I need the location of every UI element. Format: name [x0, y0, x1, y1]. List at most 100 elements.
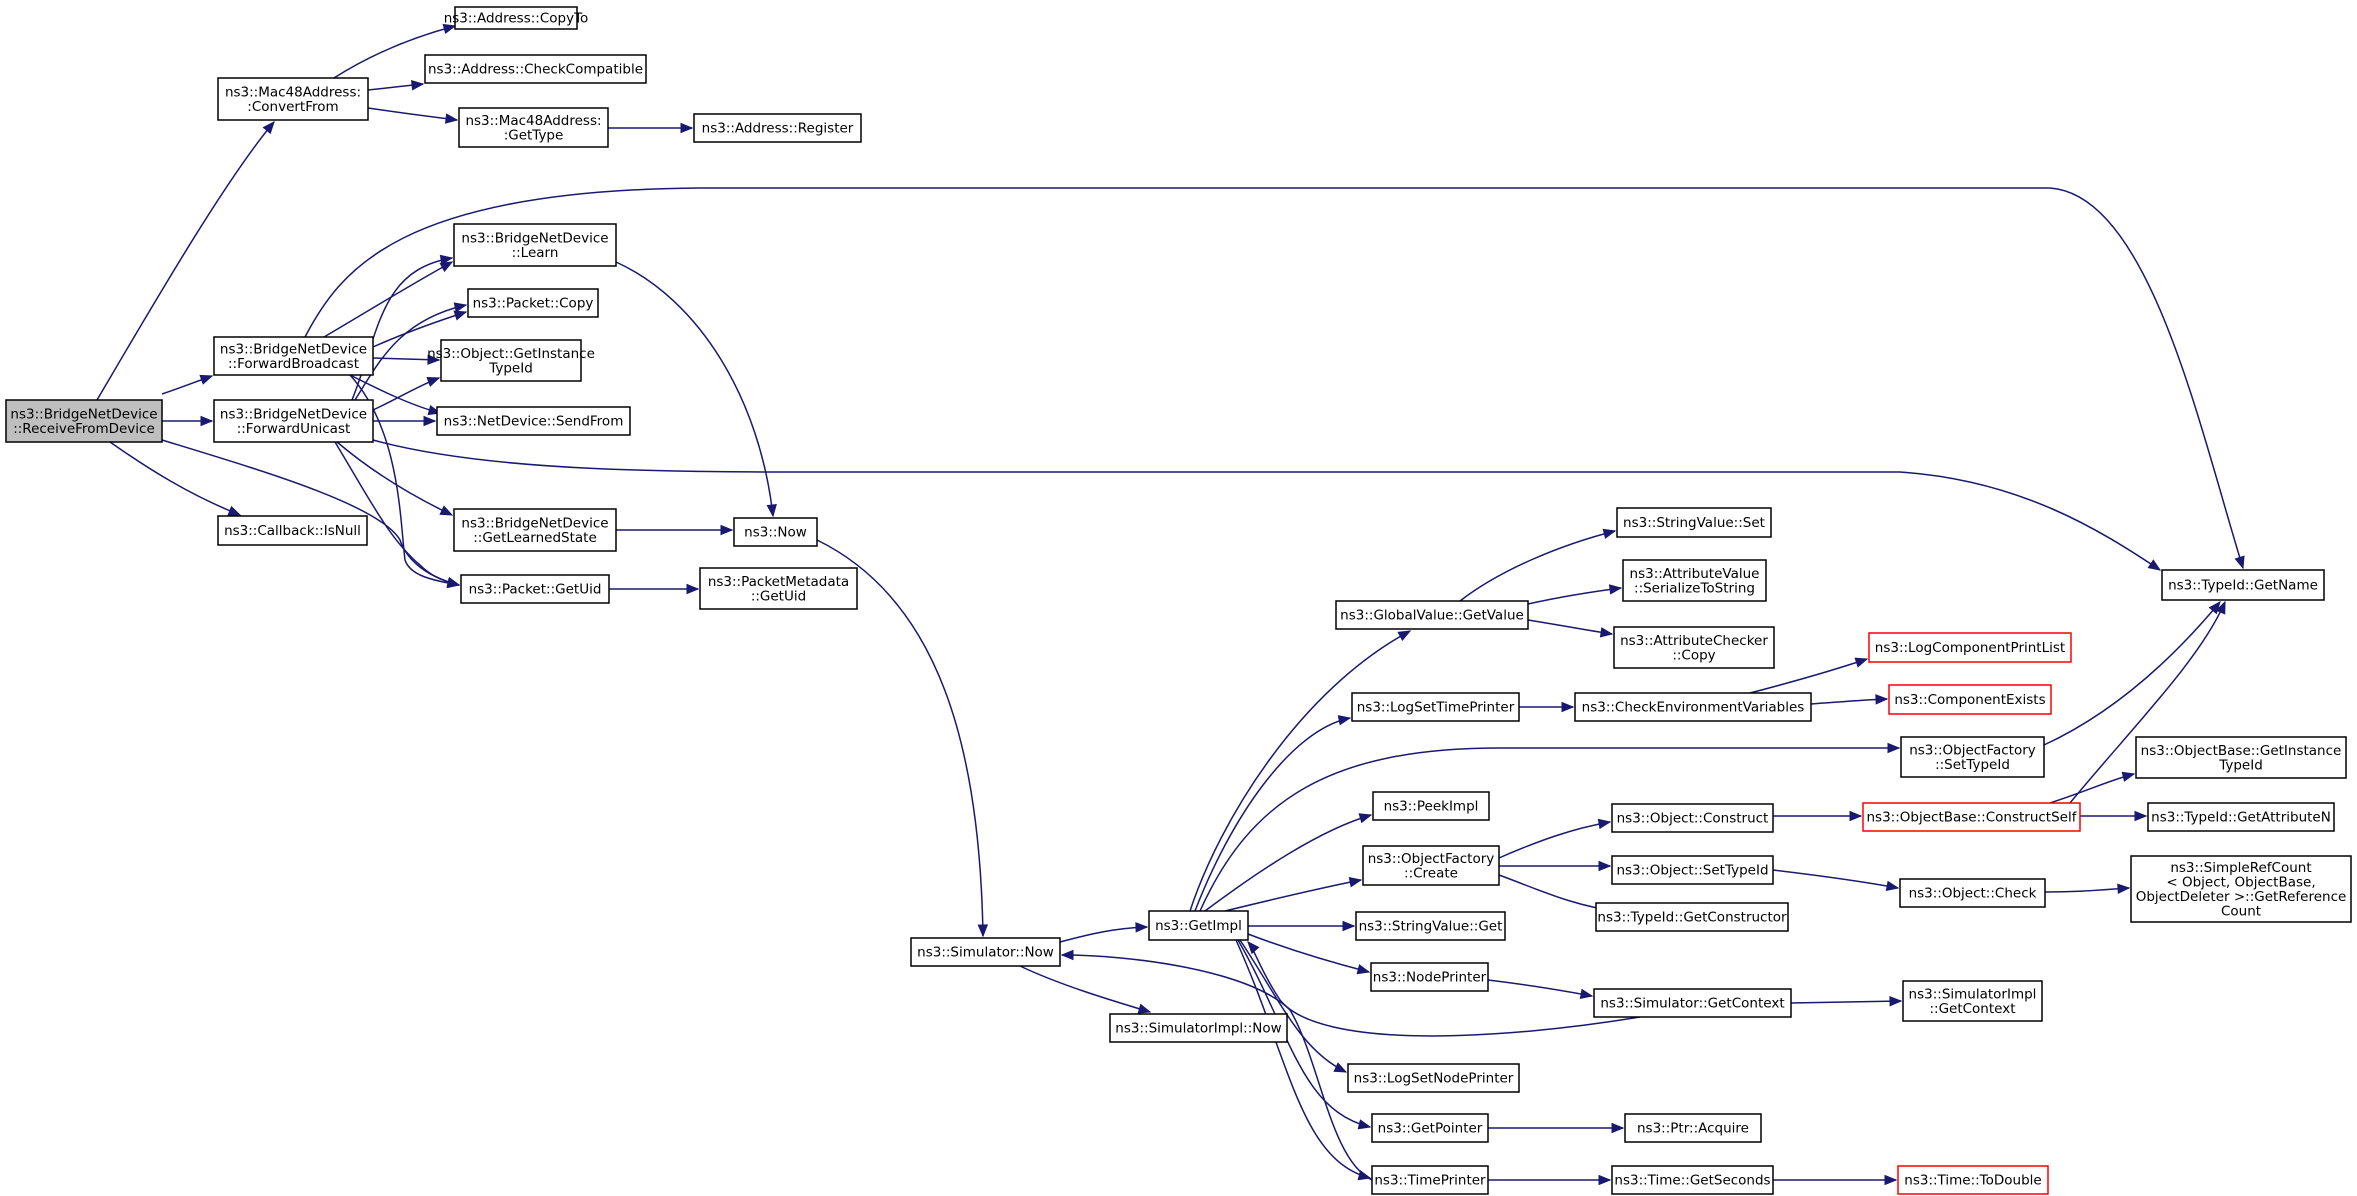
node-box[interactable] — [1611, 855, 1774, 885]
node-simnow[interactable]: ns3::Simulator::Now — [910, 937, 1061, 967]
node-objconstruct[interactable]: ns3::Object::Construct — [1611, 803, 1774, 833]
node-now[interactable]: ns3::Now — [733, 517, 818, 547]
node-box[interactable] — [1347, 1063, 1520, 1093]
node-box[interactable] — [1613, 626, 1775, 669]
node-box[interactable] — [699, 567, 858, 610]
node-getconstructor[interactable]: ns3::TypeId::GetConstructor — [1595, 902, 1789, 932]
node-simplerefcount[interactable]: ns3::SimpleRefCount< Object, ObjectBase,… — [2130, 855, 2352, 923]
node-box[interactable] — [2130, 855, 2352, 923]
node-getpointer[interactable]: ns3::GetPointer — [1371, 1113, 1489, 1143]
node-box[interactable] — [1611, 803, 1774, 833]
node-box[interactable] — [213, 399, 374, 443]
node-todouble[interactable]: ns3::Time::ToDouble — [1897, 1165, 2049, 1195]
node-copyto[interactable]: ns3::Address::CopyTo — [444, 6, 589, 30]
node-implgetcontext[interactable]: ns3::SimulatorImpl::GetContext — [1902, 980, 2043, 1022]
node-box[interactable] — [436, 406, 631, 436]
node-box[interactable] — [1370, 962, 1489, 992]
node-checkenv[interactable]: ns3::CheckEnvironmentVariables — [1574, 692, 1812, 722]
node-box[interactable] — [2147, 802, 2335, 832]
node-box[interactable] — [1371, 1165, 1489, 1195]
node-box[interactable] — [1372, 791, 1490, 821]
node-getattrn[interactable]: ns3::TypeId::GetAttributeN — [2147, 802, 2335, 832]
node-packetcopy[interactable]: ns3::Packet::Copy — [467, 288, 599, 318]
node-attrcopy[interactable]: ns3::AttributeChecker::Copy — [1613, 626, 1775, 669]
node-box[interactable] — [1593, 988, 1792, 1018]
node-box[interactable] — [1335, 600, 1529, 630]
node-compexists[interactable]: ns3::ComponentExists — [1888, 684, 2052, 715]
node-box[interactable] — [217, 77, 369, 121]
node-lognodeprinter[interactable]: ns3::LogSetNodePrinter — [1347, 1063, 1520, 1093]
node-box[interactable] — [2161, 569, 2325, 601]
node-getcontext[interactable]: ns3::Simulator::GetContext — [1593, 988, 1792, 1018]
node-receive[interactable]: ns3::BridgeNetDevice::ReceiveFromDevice — [5, 399, 163, 443]
node-box[interactable] — [1897, 1165, 2049, 1195]
node-box[interactable] — [2135, 736, 2347, 779]
node-box[interactable] — [1371, 1113, 1489, 1143]
node-getuid[interactable]: ns3::Packet::GetUid — [460, 574, 610, 604]
node-nodeprinter[interactable]: ns3::NodePrinter — [1370, 962, 1489, 992]
node-checkcompat[interactable]: ns3::Address::CheckCompatible — [424, 54, 647, 84]
node-factorycreate[interactable]: ns3::ObjectFactory::Create — [1362, 845, 1500, 886]
node-box[interactable] — [1362, 845, 1500, 886]
node-objsettypeid[interactable]: ns3::Object::SetTypeId — [1611, 855, 1774, 885]
node-box[interactable] — [217, 515, 368, 546]
node-objcheck[interactable]: ns3::Object::Check — [1899, 878, 2046, 908]
node-box[interactable] — [1899, 878, 2046, 908]
node-box[interactable] — [453, 223, 617, 267]
node-box[interactable] — [213, 336, 374, 376]
node-box[interactable] — [1902, 980, 2043, 1022]
node-constructself[interactable]: ns3::ObjectBase::ConstructSelf — [1862, 802, 2081, 832]
node-box[interactable] — [1351, 692, 1520, 722]
node-box[interactable] — [693, 113, 862, 143]
node-sendfrom[interactable]: ns3::NetDevice::SendFrom — [436, 406, 631, 436]
node-stringget[interactable]: ns3::StringValue::Get — [1355, 911, 1506, 941]
node-box[interactable] — [910, 937, 1061, 967]
node-ptracquire[interactable]: ns3::Ptr::Acquire — [1624, 1113, 1762, 1143]
node-getseconds[interactable]: ns3::Time::GetSeconds — [1611, 1165, 1774, 1195]
node-box[interactable] — [1616, 507, 1772, 538]
node-box[interactable] — [1900, 736, 2045, 778]
node-box[interactable] — [460, 574, 610, 604]
node-box[interactable] — [453, 508, 617, 552]
node-box[interactable] — [1624, 1113, 1762, 1143]
node-box[interactable] — [467, 288, 599, 318]
node-box[interactable] — [1611, 1165, 1774, 1195]
node-fwdbcast[interactable]: ns3::BridgeNetDevice::ForwardBroadcast — [213, 336, 374, 376]
node-convertfrom[interactable]: ns3::Mac48Address::ConvertFrom — [217, 77, 369, 121]
node-box[interactable] — [1888, 684, 2052, 715]
node-fwducast[interactable]: ns3::BridgeNetDevice::ForwardUnicast — [213, 399, 374, 443]
node-box[interactable] — [1622, 559, 1767, 602]
node-box[interactable] — [1109, 1013, 1288, 1043]
node-box[interactable] — [1355, 911, 1506, 941]
node-timeprinter[interactable]: ns3::TimePrinter — [1371, 1165, 1489, 1195]
node-isnull[interactable]: ns3::Callback::IsNull — [217, 515, 368, 546]
node-box[interactable] — [1574, 692, 1812, 722]
node-stringset[interactable]: ns3::StringValue::Set — [1616, 507, 1772, 538]
node-metadata[interactable]: ns3::PacketMetadata::GetUid — [699, 567, 858, 610]
node-settypeid_factory[interactable]: ns3::ObjectFactory::SetTypeId — [1900, 736, 2045, 778]
node-box[interactable] — [1595, 902, 1789, 932]
node-logcomplist[interactable]: ns3::LogComponentPrintList — [1868, 632, 2072, 663]
node-box[interactable] — [1148, 910, 1249, 941]
node-gettype[interactable]: ns3::Mac48Address::GetType — [458, 107, 609, 148]
node-box[interactable] — [1868, 632, 2072, 663]
node-box[interactable] — [5, 399, 163, 443]
node-getimpl[interactable]: ns3::GetImpl — [1148, 910, 1249, 941]
node-box[interactable] — [454, 6, 578, 30]
node-box[interactable] — [440, 339, 582, 382]
node-learnedstate[interactable]: ns3::BridgeNetDevice::GetLearnedState — [453, 508, 617, 552]
node-getname[interactable]: ns3::TypeId::GetName — [2161, 569, 2325, 601]
node-logtimeprinter[interactable]: ns3::LogSetTimePrinter — [1351, 692, 1520, 722]
node-box[interactable] — [1862, 802, 2081, 832]
node-box[interactable] — [424, 54, 647, 84]
node-peekimpl[interactable]: ns3::PeekImpl — [1372, 791, 1490, 821]
node-box[interactable] — [733, 517, 818, 547]
node-globalvalue[interactable]: ns3::GlobalValue::GetValue — [1335, 600, 1529, 630]
node-box[interactable] — [458, 107, 609, 148]
node-learn[interactable]: ns3::BridgeNetDevice::Learn — [453, 223, 617, 267]
node-serialize[interactable]: ns3::AttributeValue::SerializeToString — [1622, 559, 1767, 602]
node-simimplnow[interactable]: ns3::SimulatorImpl::Now — [1109, 1013, 1288, 1043]
node-register[interactable]: ns3::Address::Register — [693, 113, 862, 143]
